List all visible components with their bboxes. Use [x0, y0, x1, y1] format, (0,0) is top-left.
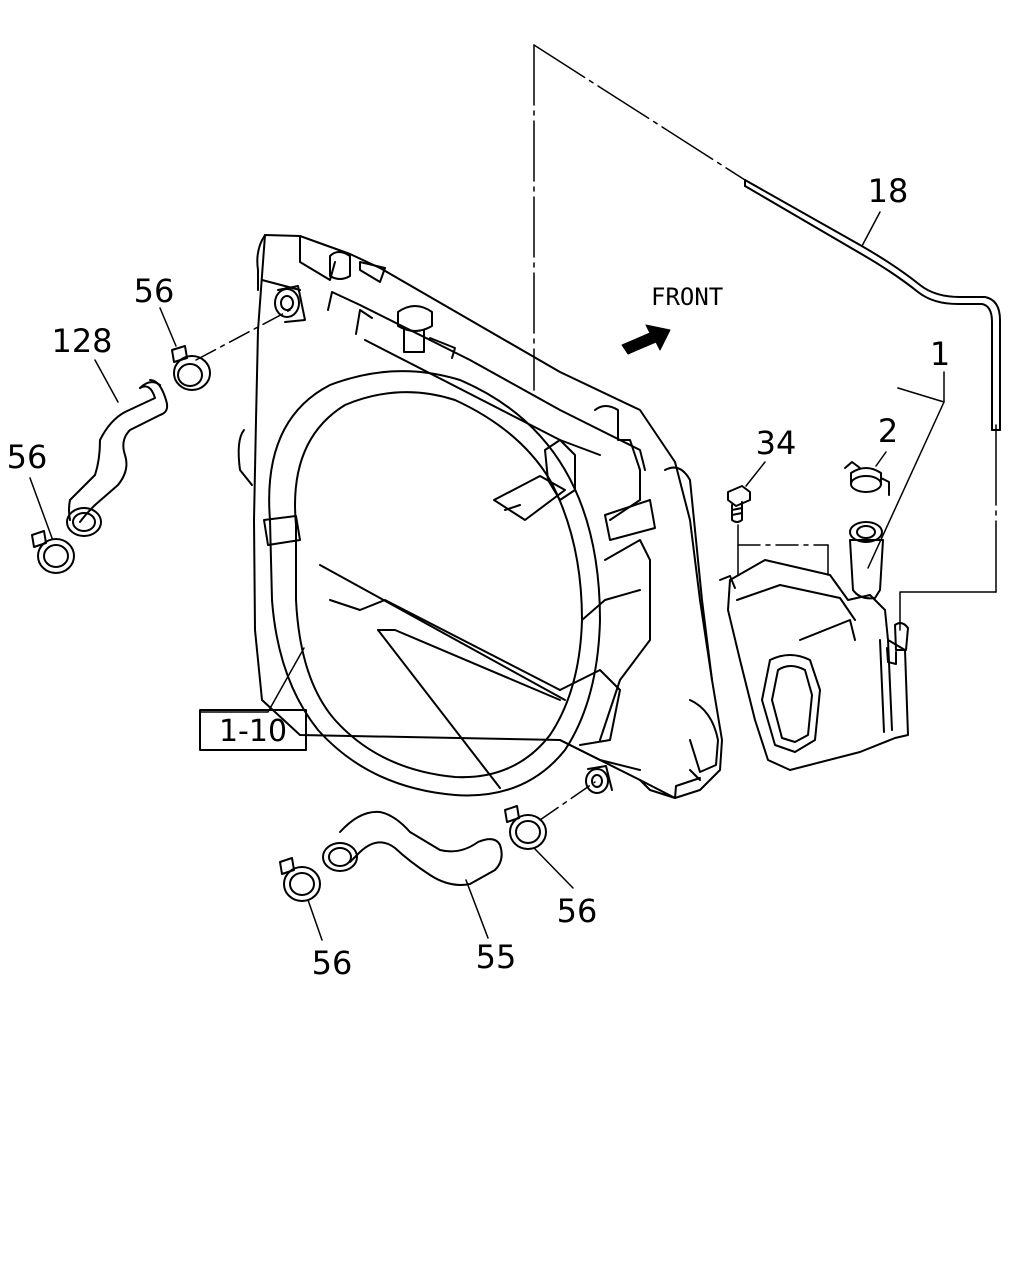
callout-lower-hose: 55 [476, 938, 517, 976]
radiator-assembly [237, 234, 723, 799]
callout-tank-assembly: 1 [930, 335, 950, 373]
clamp-upper-right [171, 345, 211, 391]
callout-bolt: 34 [756, 424, 797, 462]
clamp-lower-right [504, 805, 547, 850]
callout-clamp-upper-left: 56 [7, 438, 48, 476]
callouts: 18 1 2 34 128 56 56 56 55 56 [7, 172, 951, 982]
callout-tank-cap: 2 [878, 412, 898, 450]
clamp-upper-left [31, 530, 75, 574]
callout-clamp-lower-left: 56 [312, 944, 353, 982]
reference-box [199, 709, 307, 751]
reserve-tank [719, 521, 909, 771]
lower-hose [322, 810, 503, 886]
front-indicator: FRONT [621, 283, 723, 355]
front-arrow-icon [621, 324, 671, 355]
upper-hose [66, 379, 169, 537]
vent-hose [744, 179, 1001, 431]
clamp-lower-left [279, 857, 321, 902]
construction-lines [195, 44, 997, 821]
leader-lines [29, 211, 945, 941]
front-label: FRONT [651, 283, 723, 311]
callout-vent-hose: 18 [868, 172, 909, 210]
callout-upper-hose: 128 [51, 322, 112, 360]
tank-cap [844, 461, 890, 496]
bolt [727, 485, 751, 523]
callout-clamp-lower-right: 56 [557, 892, 598, 930]
reference-box-label: 1-10 [219, 714, 287, 749]
callout-clamp-upper-right: 56 [134, 272, 175, 310]
